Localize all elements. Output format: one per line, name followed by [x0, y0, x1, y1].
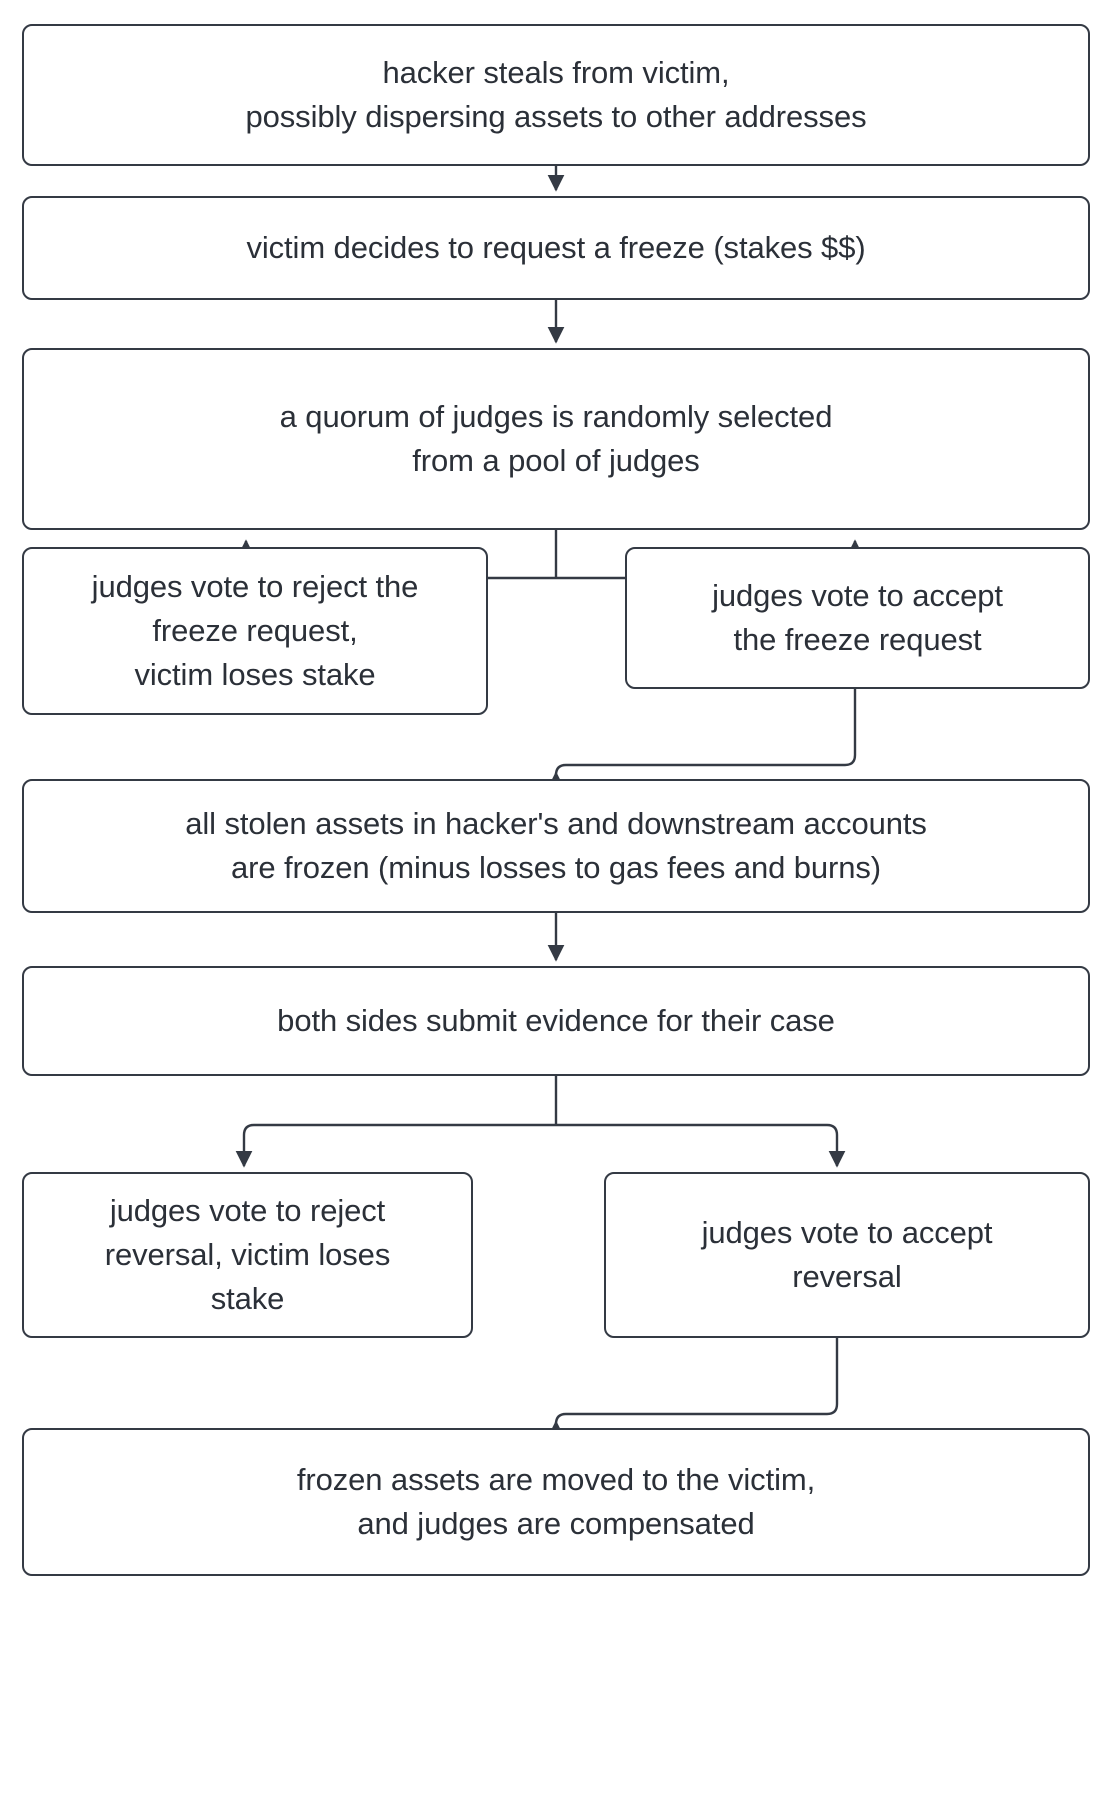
- edge-evidence-to-reject-reversal: [235, 1123, 556, 1168]
- node-quorum-selected[interactable]: a quorum of judges is randomly selected …: [22, 348, 1090, 530]
- node-judges-reject-freeze[interactable]: judges vote to reject the freeze request…: [22, 547, 488, 715]
- node-label: judges vote to accept the freeze request: [712, 577, 1003, 657]
- node-assets-frozen[interactable]: all stolen assets in hacker's and downst…: [22, 779, 1090, 913]
- node-victim-requests-freeze[interactable]: victim decides to request a freeze (stak…: [22, 196, 1090, 300]
- node-judges-reject-reversal[interactable]: judges vote to reject reversal, victim l…: [22, 1172, 473, 1338]
- node-label: judges vote to reject the freeze request…: [91, 568, 419, 692]
- node-label: both sides submit evidence for their cas…: [277, 1002, 835, 1038]
- node-label: a quorum of judges is randomly selected …: [279, 398, 833, 478]
- node-hacker-steals[interactable]: hacker steals from victim, possibly disp…: [22, 24, 1090, 166]
- edge-evidence-to-accept-reversal: [556, 1123, 846, 1168]
- node-label: judges vote to accept reversal: [701, 1214, 993, 1294]
- node-judges-accept-freeze[interactable]: judges vote to accept the freeze request: [625, 547, 1090, 689]
- node-label: all stolen assets in hacker's and downst…: [185, 805, 927, 885]
- node-label: judges vote to reject reversal, victim l…: [104, 1192, 391, 1316]
- edge-accept-reversal-to-final: [547, 1338, 839, 1438]
- node-label: frozen assets are moved to the victim, a…: [296, 1461, 816, 1541]
- node-label: victim decides to request a freeze (stak…: [246, 229, 866, 265]
- node-label: hacker steals from victim, possibly disp…: [245, 54, 867, 134]
- node-submit-evidence[interactable]: both sides submit evidence for their cas…: [22, 966, 1090, 1076]
- node-assets-moved-to-victim[interactable]: frozen assets are moved to the victim, a…: [22, 1428, 1090, 1576]
- edge-accept-freeze-to-frozen: [547, 689, 857, 789]
- node-judges-accept-reversal[interactable]: judges vote to accept reversal: [604, 1172, 1090, 1338]
